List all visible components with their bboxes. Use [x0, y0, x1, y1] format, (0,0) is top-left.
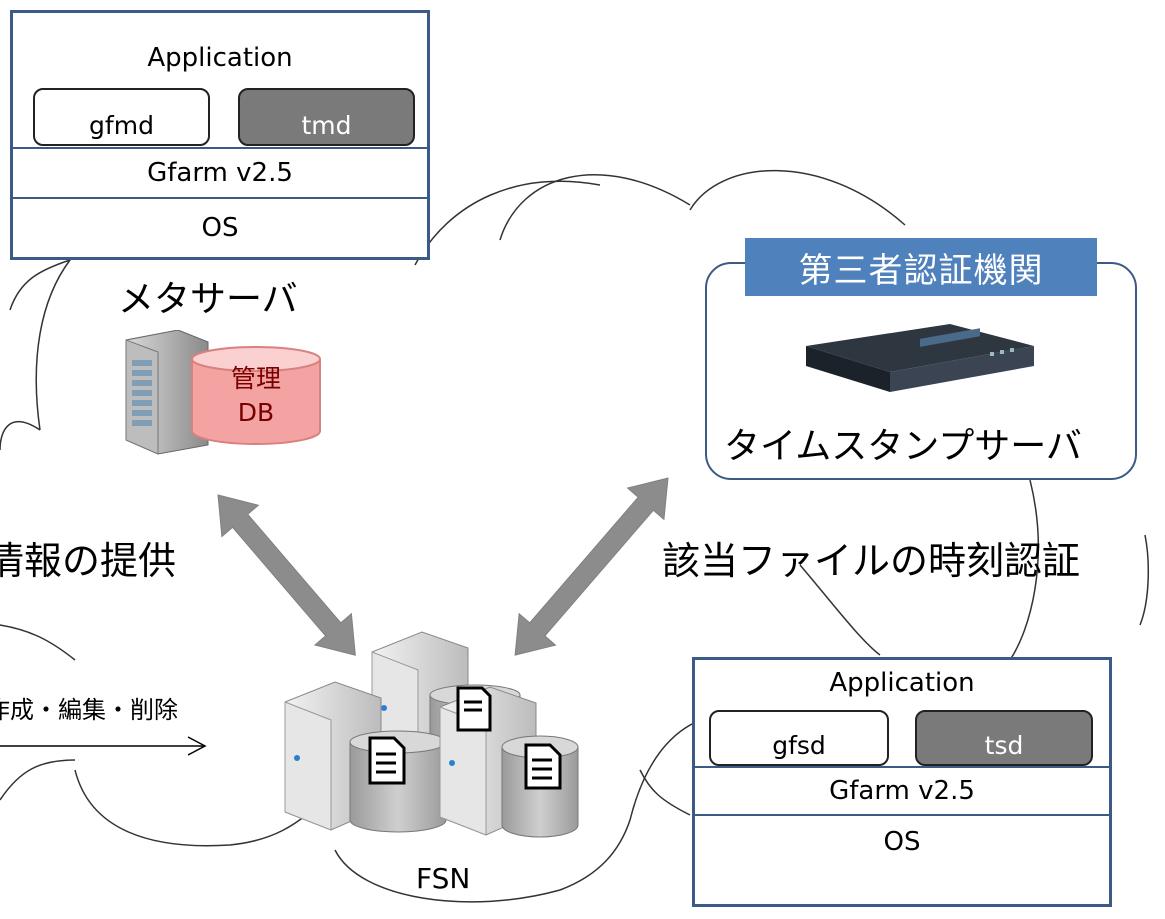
right-double-arrow — [514, 477, 669, 656]
operation-arrow — [0, 736, 207, 756]
fsn-gfarm-layer: Gfarm v2.5 — [695, 766, 1109, 814]
meta-os-layer: OS — [13, 197, 427, 257]
meta-gfarm-layer: Gfarm v2.5 — [13, 147, 427, 197]
management-db-label: 管理 DB — [190, 362, 322, 430]
file-server-stack: Application gfsd tsd Gfarm v2.5 OS — [692, 657, 1112, 907]
left-double-arrow — [217, 494, 356, 656]
rack-server-icon — [806, 324, 1034, 392]
fsn-server-cluster — [284, 631, 579, 838]
db-label-line1: 管理 — [230, 364, 281, 393]
meta-application-label: Application — [147, 43, 293, 73]
gfmd-daemon-box: gfmd — [33, 88, 210, 146]
meta-server-stack: Application gfmd tmd Gfarm v2.5 OS — [10, 10, 430, 260]
timestamp-server-label: タイムスタンプサーバ — [724, 426, 1082, 467]
tsd-daemon-box: tsd — [915, 710, 1093, 766]
third-party-authority-title: 第三者認証機関 — [745, 238, 1097, 296]
fsn-label: FSN — [416, 862, 471, 895]
tmd-daemon-box: tmd — [238, 88, 415, 146]
management-db-icon — [191, 346, 321, 445]
meta-server-title: メタサーバ — [118, 279, 298, 320]
db-label-line2: DB — [237, 398, 275, 427]
file-time-certification-label: 該当ファイルの時刻認証 — [662, 539, 1081, 583]
create-edit-delete-label: 作成・編集・削除 — [0, 696, 178, 724]
fsn-os-layer: OS — [695, 814, 1109, 868]
gfsd-daemon-box: gfsd — [709, 710, 889, 766]
fsn-application-label: Application — [829, 668, 975, 698]
info-provision-label: 情報の提供 — [0, 539, 177, 583]
tower-server-icon — [125, 330, 209, 455]
